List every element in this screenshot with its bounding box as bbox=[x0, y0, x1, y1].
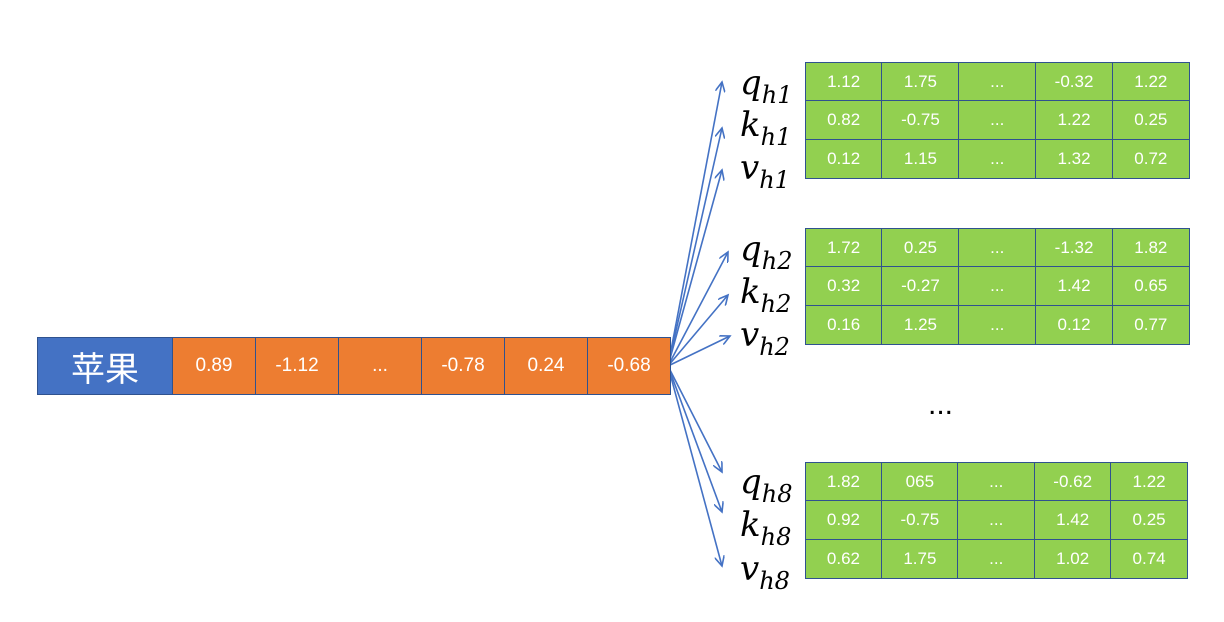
matrix-cell: 1.32 bbox=[1034, 138, 1114, 180]
label-q-h1: qh1 bbox=[740, 63, 793, 109]
label-v-h2: vh2 bbox=[740, 315, 790, 361]
embedding-row: 苹果 0.89 -1.12 ... -0.78 0.24 -0.68 bbox=[37, 337, 671, 395]
matrix-cell: -0.27 bbox=[881, 266, 960, 307]
matrix-cell: ... bbox=[958, 266, 1037, 307]
matrix-cell: 0.25 bbox=[1110, 500, 1189, 541]
label-v-h8: vh8 bbox=[740, 549, 790, 595]
embedding-cell: -0.78 bbox=[422, 337, 505, 395]
head-2-matrix: 1.72 0.25 ... -1.32 1.82 0.32 -0.27 ... … bbox=[804, 227, 1190, 346]
arrow-to-k-h2 bbox=[667, 295, 728, 367]
matrix-cell: -0.62 bbox=[1033, 461, 1112, 502]
arrow-to-k-h8 bbox=[667, 365, 722, 512]
label-k-h2: kh2 bbox=[740, 272, 792, 318]
matrix-cell: 1.75 bbox=[880, 538, 959, 580]
matrix-cell: 1.42 bbox=[1033, 500, 1112, 541]
matrix-cell: 065 bbox=[880, 461, 959, 502]
matrix-cell: -0.75 bbox=[881, 100, 960, 141]
matrix-cell: ... bbox=[958, 61, 1037, 102]
matrix-cell: 1.42 bbox=[1034, 266, 1114, 307]
arrow-to-v-h1 bbox=[667, 170, 722, 367]
matrix-row-k: 0.82 -0.75 ... 1.22 0.25 bbox=[804, 100, 1190, 141]
arrow-to-q-h1 bbox=[667, 82, 722, 367]
matrix-cell: 1.22 bbox=[1111, 61, 1190, 102]
matrix-cell: -0.32 bbox=[1034, 61, 1114, 102]
matrix-row-k: 0.32 -0.27 ... 1.42 0.65 bbox=[804, 266, 1190, 307]
matrix-cell: 0.25 bbox=[1111, 100, 1190, 141]
matrix-cell: 0.12 bbox=[804, 138, 883, 180]
matrix-cell: 1.02 bbox=[1033, 538, 1112, 580]
arrow-to-v-h2 bbox=[667, 336, 730, 367]
matrix-cell: 1.82 bbox=[1111, 227, 1190, 268]
embedding-cell: -0.68 bbox=[588, 337, 671, 395]
matrix-cell: 0.92 bbox=[804, 500, 883, 541]
matrix-cell: 1.75 bbox=[881, 61, 960, 102]
arrow-group bbox=[667, 82, 730, 566]
matrix-cell: 0.74 bbox=[1110, 538, 1189, 580]
label-v-h1: vh1 bbox=[740, 148, 790, 194]
arrow-to-q-h2 bbox=[667, 252, 728, 367]
matrix-cell: 0.62 bbox=[804, 538, 883, 580]
matrix-cell: ... bbox=[958, 227, 1037, 268]
matrix-cell: ... bbox=[957, 538, 1036, 580]
matrix-cell: 0.72 bbox=[1111, 138, 1190, 180]
label-q-h2: qh2 bbox=[740, 229, 793, 275]
embedding-cell: 0.24 bbox=[505, 337, 588, 395]
matrix-row-q: 1.72 0.25 ... -1.32 1.82 bbox=[804, 227, 1190, 268]
matrix-cell: 0.16 bbox=[804, 304, 883, 346]
matrix-cell: 1.15 bbox=[881, 138, 960, 180]
embedding-cell: 0.89 bbox=[173, 337, 256, 395]
head-8-matrix: 1.82 065 ... -0.62 1.22 0.92 -0.75 ... 1… bbox=[804, 461, 1189, 580]
matrix-row-k: 0.92 -0.75 ... 1.42 0.25 bbox=[804, 500, 1189, 541]
matrix-cell: 1.12 bbox=[804, 61, 883, 102]
matrix-row-v: 0.16 1.25 ... 0.12 0.77 bbox=[804, 304, 1190, 346]
arrow-to-k-h1 bbox=[667, 128, 722, 367]
arrow-to-v-h8 bbox=[667, 365, 722, 566]
matrix-cell: 0.12 bbox=[1034, 304, 1114, 346]
matrix-cell: ... bbox=[958, 138, 1037, 180]
label-q-h8: qh8 bbox=[740, 462, 793, 508]
matrix-cell: ... bbox=[957, 461, 1036, 502]
head-1-matrix: 1.12 1.75 ... -0.32 1.22 0.82 -0.75 ... … bbox=[804, 61, 1190, 180]
embedding-cell: -1.12 bbox=[256, 337, 339, 395]
matrix-cell: 0.65 bbox=[1111, 266, 1190, 307]
matrix-cell: 1.25 bbox=[881, 304, 960, 346]
matrix-row-q: 1.12 1.75 ... -0.32 1.22 bbox=[804, 61, 1190, 102]
matrix-cell: ... bbox=[958, 100, 1037, 141]
matrix-cell: 1.72 bbox=[804, 227, 883, 268]
embedding-cell: ... bbox=[339, 337, 422, 395]
matrix-row-q: 1.82 065 ... -0.62 1.22 bbox=[804, 461, 1189, 502]
matrix-cell: 0.82 bbox=[804, 100, 883, 141]
matrix-cell: -1.32 bbox=[1034, 227, 1114, 268]
matrix-cell: ... bbox=[958, 304, 1037, 346]
matrix-cell: 0.32 bbox=[804, 266, 883, 307]
matrix-cell: 1.82 bbox=[804, 461, 883, 502]
label-k-h1: kh1 bbox=[740, 105, 792, 151]
matrix-cell: 1.22 bbox=[1110, 461, 1189, 502]
arrow-to-q-h8 bbox=[667, 365, 722, 472]
label-k-h8: kh8 bbox=[740, 505, 792, 551]
matrix-cell: ... bbox=[957, 500, 1036, 541]
matrix-cell: 1.22 bbox=[1034, 100, 1114, 141]
matrix-cell: 0.77 bbox=[1111, 304, 1190, 346]
matrix-cell: -0.75 bbox=[880, 500, 959, 541]
matrix-row-v: 0.62 1.75 ... 1.02 0.74 bbox=[804, 538, 1189, 580]
heads-ellipsis: ... bbox=[928, 388, 954, 421]
word-token: 苹果 bbox=[37, 337, 173, 395]
matrix-cell: 0.25 bbox=[881, 227, 960, 268]
matrix-row-v: 0.12 1.15 ... 1.32 0.72 bbox=[804, 138, 1190, 180]
